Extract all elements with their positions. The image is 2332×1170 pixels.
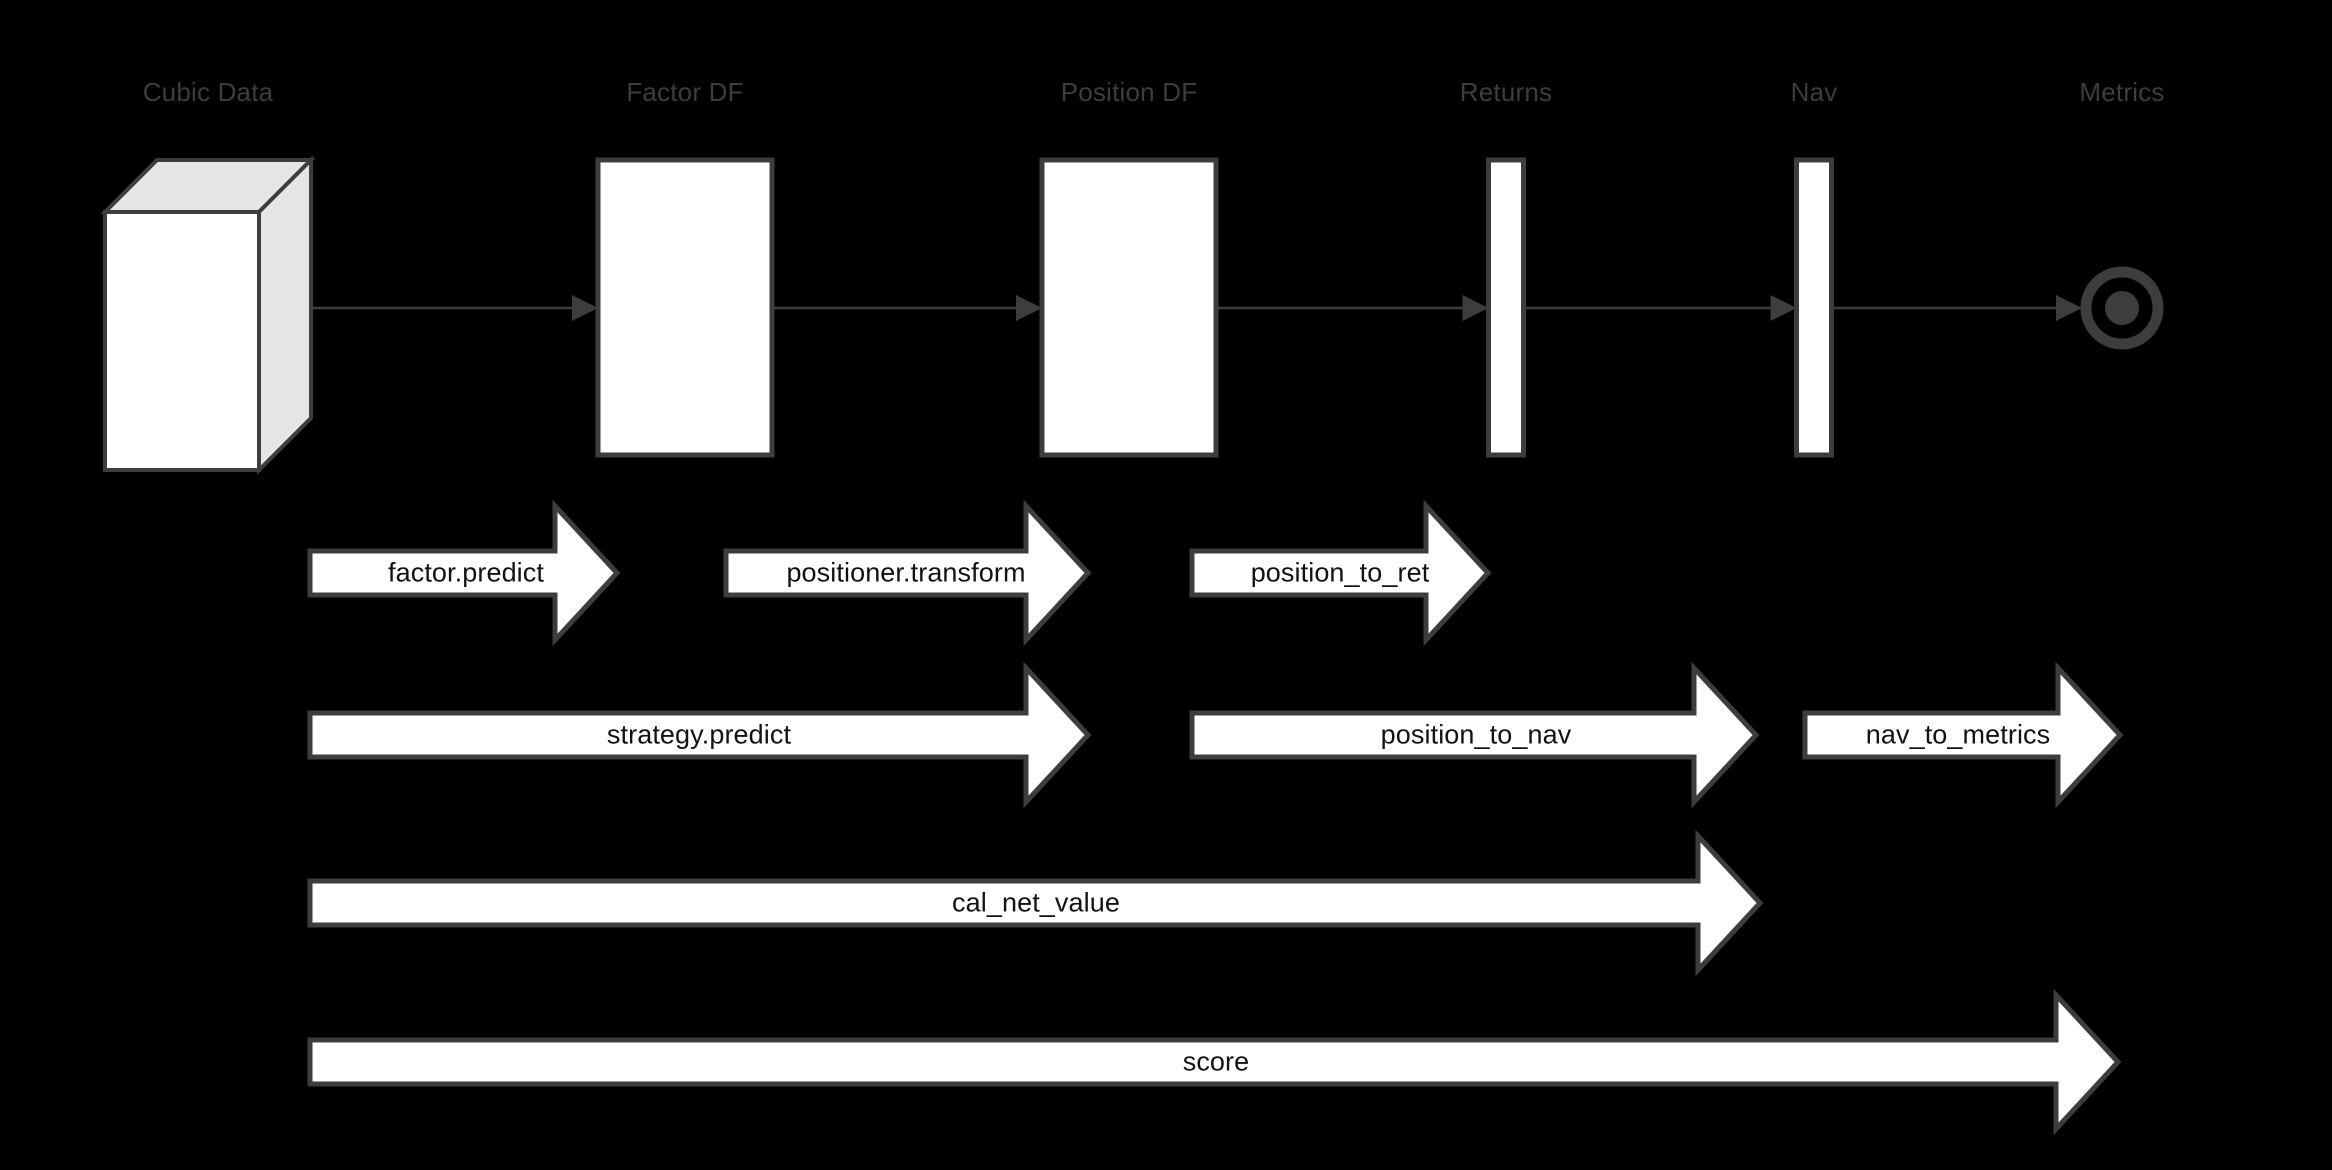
flow-label-nav-to-metrics: nav_to_metrics xyxy=(1865,719,2051,750)
connector-factor-df-to-position-df xyxy=(772,295,1042,321)
flow-arrow-positioner-transform[interactable] xyxy=(723,499,1092,647)
connector-position-df-to-returns xyxy=(1216,295,1489,321)
column-label-returns: Returns xyxy=(1459,77,1553,107)
cube-right-face xyxy=(257,155,313,475)
flow-arrow-nav-to-metrics[interactable] xyxy=(1802,661,2124,809)
cube-front-face xyxy=(103,210,261,472)
dataframe-rect xyxy=(595,157,775,458)
series-bar xyxy=(1794,157,1834,458)
connector-arrowhead xyxy=(2056,295,2082,321)
node-metrics[interactable] xyxy=(2080,266,2164,350)
flow-arrow-strategy-predict[interactable] xyxy=(307,661,1092,809)
end-state-outer-ring xyxy=(2080,266,2164,350)
series-bar xyxy=(1486,157,1526,458)
flow-arrow-position-to-ret[interactable] xyxy=(1189,499,1492,647)
node-cubic-data[interactable] xyxy=(100,155,316,475)
node-position-df[interactable] xyxy=(1039,157,1219,458)
connector-arrowhead xyxy=(572,295,598,321)
flow-label-cal-net-value: cal_net_value xyxy=(952,887,1120,918)
column-label-position-df: Position DF xyxy=(1060,77,1198,107)
column-label-metrics: Metrics xyxy=(2079,77,2165,107)
column-label-cubic-data: Cubic Data xyxy=(142,77,274,107)
connector-cubic-data-to-factor-df xyxy=(311,295,598,321)
flow-label-position-to-nav: position_to_nav xyxy=(1380,719,1572,750)
connector-arrowhead xyxy=(1016,295,1042,321)
flow-arrow-position-to-nav[interactable] xyxy=(1189,661,1760,809)
node-factor-df[interactable] xyxy=(595,157,775,458)
flow-label-factor-predict: factor.predict xyxy=(388,557,544,588)
connector-arrowhead xyxy=(1770,295,1797,321)
flow-layer xyxy=(307,499,2124,1136)
node-returns[interactable] xyxy=(1486,157,1526,458)
flow-label-position-to-ret: position_to_ret xyxy=(1250,557,1430,588)
flow-label-score: score xyxy=(1182,1046,1250,1077)
flow-arrow-factor-predict[interactable] xyxy=(307,499,621,647)
flow-arrow-cal-net-value[interactable] xyxy=(307,829,1764,977)
connector-layer xyxy=(311,295,2082,321)
node-nav[interactable] xyxy=(1794,157,1834,458)
connector-nav-to-metrics xyxy=(1831,295,2082,321)
connector-returns-to-nav xyxy=(1523,295,1797,321)
flow-label-strategy-predict: strategy.predict xyxy=(606,719,792,750)
node-layer xyxy=(100,155,2164,475)
flow-arrow-score[interactable] xyxy=(307,988,2122,1136)
flow-label-positioner-transform: positioner.transform xyxy=(786,557,1026,588)
end-state-inner-dot xyxy=(2105,291,2139,325)
dataframe-rect xyxy=(1039,157,1219,458)
connector-arrowhead xyxy=(1462,295,1489,321)
column-label-factor-df: Factor DF xyxy=(626,77,744,107)
column-label-nav: Nav xyxy=(1790,77,1838,107)
